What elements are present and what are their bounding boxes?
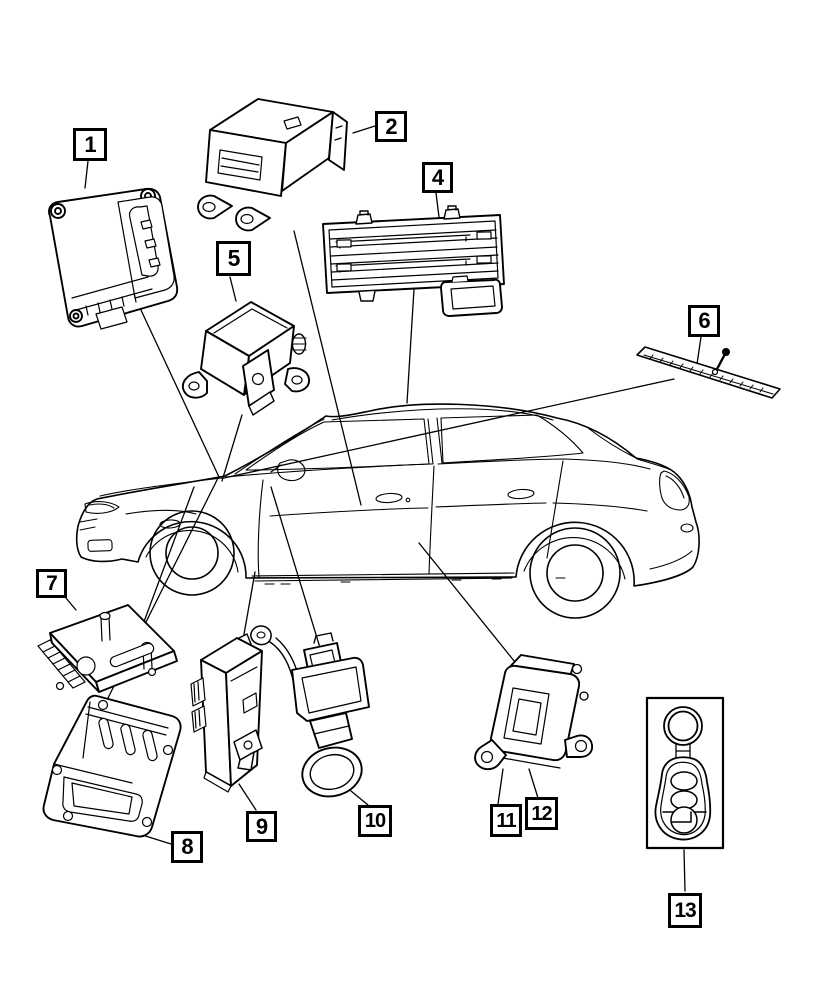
rear-window (440, 414, 584, 464)
rear-side-marker (680, 523, 694, 533)
a-pillar-inner (234, 418, 325, 475)
front-door-handle (375, 492, 403, 504)
part-drawing-5-relay-module (182, 301, 310, 416)
b-door-edge (428, 465, 435, 575)
leader-line (350, 790, 369, 806)
leader-line (683, 849, 686, 892)
fender-crease (125, 509, 197, 515)
front-wheel-inner (165, 526, 219, 580)
grille-lines (79, 518, 98, 531)
part-drawing-11-12-module (474, 654, 594, 771)
leader-line (418, 542, 520, 668)
rear-wheel-outer (529, 527, 621, 619)
callout-box-8[interactable]: 8 (171, 831, 203, 863)
callout-box-9[interactable]: 9 (246, 811, 277, 842)
part-drawing-10-lock-cylinder (250, 625, 370, 798)
callout-box-10[interactable]: 10 (358, 805, 392, 837)
part-drawing-13-key-fob (645, 696, 725, 850)
part-drawing-6-strip (636, 346, 781, 399)
part-drawing-4-ribbed-module (322, 205, 505, 317)
hood-line (99, 477, 223, 497)
front-wheel-outer (149, 510, 235, 596)
b-pillar (427, 417, 443, 465)
leader-line (229, 276, 237, 302)
fog-lamp (87, 539, 113, 552)
callout-box-1[interactable]: 1 (73, 128, 107, 161)
door-keyhole (405, 497, 411, 503)
beltline (225, 458, 651, 478)
callout-box-4[interactable]: 4 (422, 162, 453, 193)
rear-wheel-inner (546, 544, 604, 602)
sill-ticks (264, 577, 566, 585)
trunk-line (636, 458, 672, 471)
leader-line (270, 486, 322, 652)
rear-door-edge (546, 460, 564, 559)
rocker-lines (251, 572, 515, 582)
callout-box-2[interactable]: 2 (375, 111, 407, 142)
leader-line (132, 292, 220, 478)
leader-line (84, 160, 89, 189)
front-side-marker (159, 519, 181, 529)
leader-line (406, 288, 415, 404)
callout-box-6[interactable]: 6 (688, 305, 720, 337)
leader-line (238, 783, 257, 811)
callout-box-7[interactable]: 7 (36, 569, 67, 598)
leader-line (65, 597, 77, 611)
part-drawing-8-bracket-plate (42, 694, 182, 838)
front-door-edge (257, 479, 264, 578)
leader-line (435, 192, 440, 218)
callout-box-11[interactable]: 11 (490, 804, 522, 837)
leader-line (221, 414, 243, 482)
part-drawing-7-finned-module (37, 604, 178, 693)
front-window (245, 418, 430, 471)
leader-line (242, 571, 256, 641)
callout-box-5[interactable]: 5 (216, 241, 251, 276)
rear-bumper-line (649, 550, 693, 570)
c-pillar-inner (587, 427, 635, 458)
part-drawing-9-module (190, 633, 263, 793)
leader-line (696, 336, 702, 365)
car-body-drawing (75, 403, 700, 619)
leader-line (293, 230, 362, 506)
mirror (270, 459, 306, 482)
leader-line (497, 768, 504, 805)
front-arch-inner (145, 529, 239, 573)
side-molding (269, 502, 648, 517)
leader-line (352, 125, 376, 134)
part-drawing-2-module (197, 98, 348, 232)
part-drawing-1-control-module (48, 187, 179, 330)
callout-box-13[interactable]: 13 (668, 893, 702, 928)
car-outline (75, 403, 700, 587)
tail-lamp (659, 470, 690, 511)
callout-box-12[interactable]: 12 (525, 797, 558, 830)
leader-line (528, 768, 539, 799)
rear-door-handle (507, 488, 535, 500)
headlight (84, 501, 120, 514)
